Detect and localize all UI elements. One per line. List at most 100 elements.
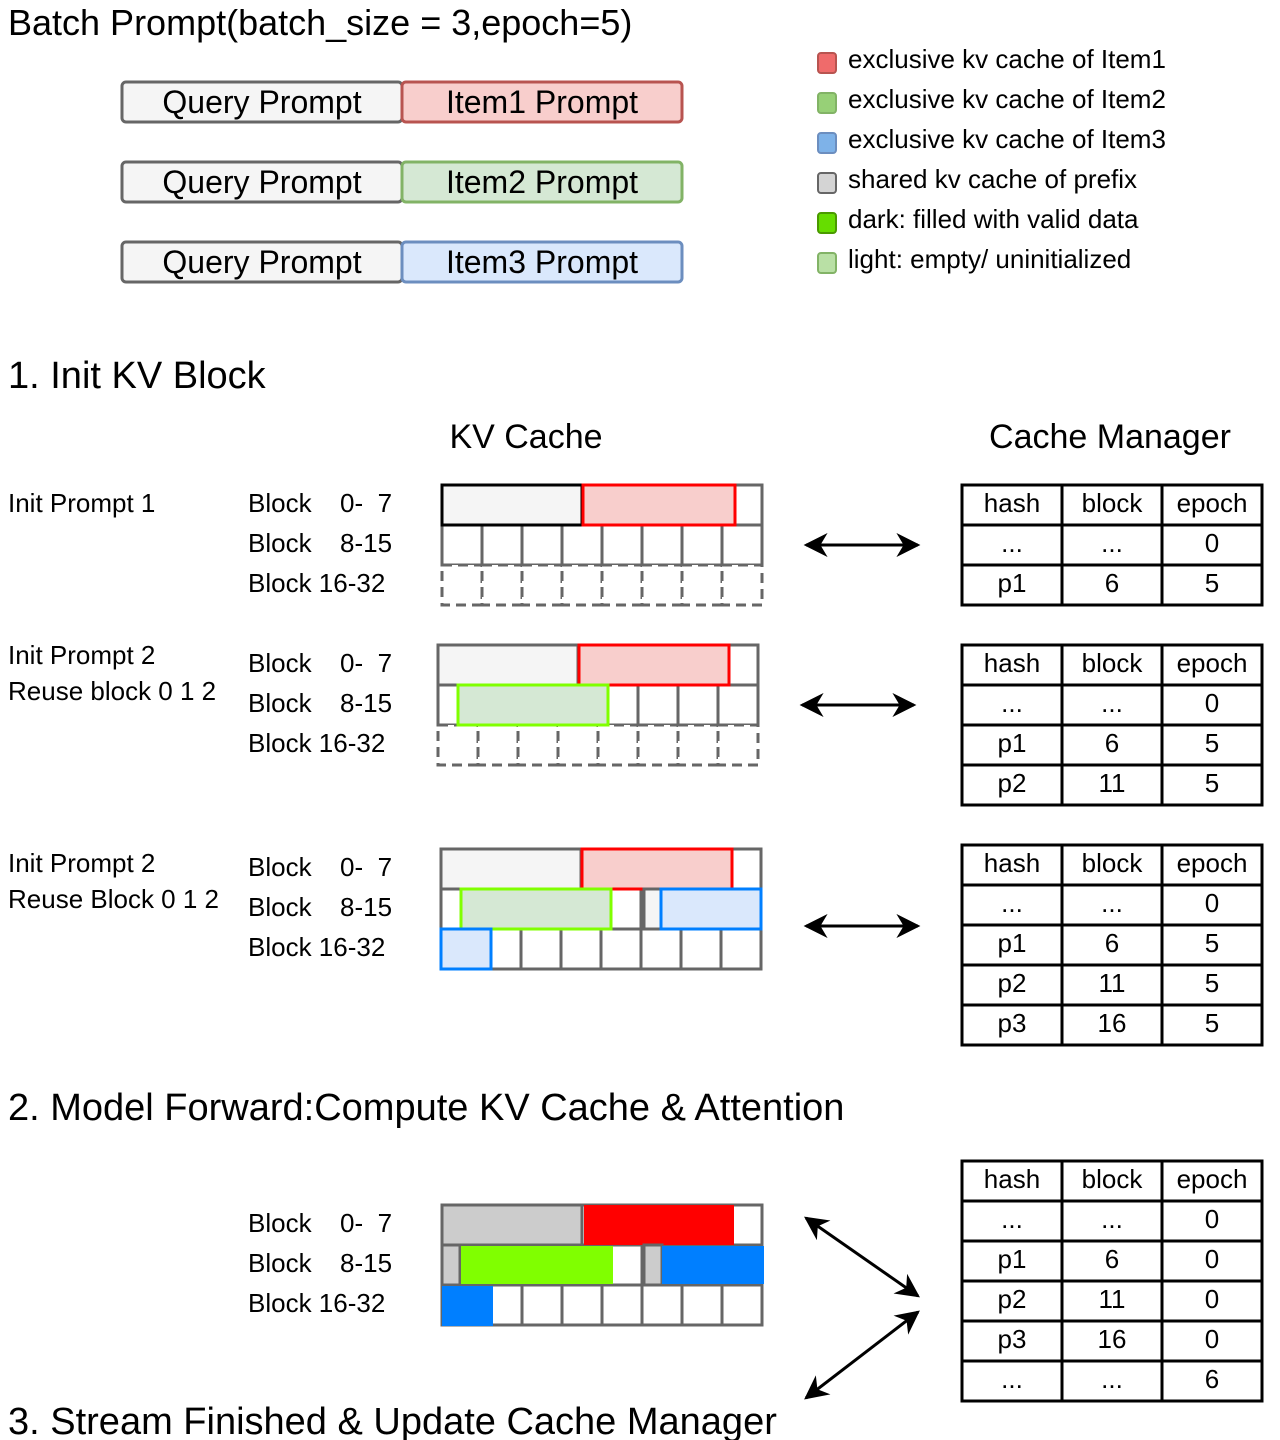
item2-exclusive-cache bbox=[459, 887, 613, 931]
table-value-cell: p1 bbox=[998, 728, 1027, 758]
table-cell bbox=[1060, 963, 1164, 1007]
kv-block-cell bbox=[679, 927, 723, 971]
legend-swatch-item3 bbox=[817, 132, 837, 154]
table-cell bbox=[1060, 1003, 1164, 1047]
kv-block-cell bbox=[720, 523, 764, 567]
table-cell bbox=[960, 523, 1064, 567]
block-label-range-1: 8-15 bbox=[340, 688, 392, 718]
kv-block-cell bbox=[680, 523, 724, 567]
legend-swatch-item1 bbox=[817, 52, 837, 74]
table-header-cell: hash bbox=[984, 488, 1040, 518]
table-header-cell: hash bbox=[984, 848, 1040, 878]
kv-block-cell bbox=[559, 927, 603, 971]
block-label-range-0: 0- 7 bbox=[340, 488, 392, 518]
legend: exclusive kv cache of Item1 exclusive kv… bbox=[817, 44, 1166, 274]
shared-prefix-cache bbox=[439, 847, 583, 891]
table-cell bbox=[1160, 763, 1264, 807]
table-value-cell: p1 bbox=[998, 928, 1027, 958]
kv-block-cell bbox=[640, 1283, 684, 1327]
table-value-cell: p2 bbox=[998, 968, 1027, 998]
item3-exclusive-cache bbox=[659, 887, 763, 931]
table-value-cell: 0 bbox=[1205, 1244, 1219, 1274]
table-value-cell: p3 bbox=[998, 1324, 1027, 1354]
table-value-cell: ... bbox=[1001, 1364, 1023, 1394]
table-value-cell: 5 bbox=[1205, 568, 1219, 598]
kv-block-cell bbox=[720, 1283, 764, 1327]
shared-prefix-cache bbox=[642, 1243, 664, 1287]
table-value-cell: ... bbox=[1001, 1204, 1023, 1234]
table-value-cell: 0 bbox=[1205, 888, 1219, 918]
kv-block-cell bbox=[680, 1283, 724, 1327]
table-cell bbox=[1060, 1319, 1164, 1363]
table-value-cell: p2 bbox=[998, 1284, 1027, 1314]
table-cell bbox=[1160, 923, 1264, 967]
arrow-update bbox=[804, 1310, 920, 1400]
legend-label-shared: shared kv cache of prefix bbox=[848, 164, 1137, 194]
section-3-heading: 3. Stream Finished & Update Cache Manage… bbox=[8, 1401, 777, 1440]
table-value-cell: ... bbox=[1001, 688, 1023, 718]
block-labels-step1: Block 0- 7 Block 8-15 Block 16-32 bbox=[248, 488, 392, 598]
shared-prefix-cache bbox=[440, 483, 584, 527]
kv-block-cell bbox=[636, 683, 680, 727]
table-value-cell: ... bbox=[1001, 528, 1023, 558]
section-1-heading: 1. Init KV Block bbox=[8, 355, 267, 397]
legend-label-light: light: empty/ uninitialized bbox=[848, 244, 1131, 274]
item-label-2: Item2 Prompt bbox=[446, 164, 638, 200]
kv-block-cell bbox=[720, 563, 764, 607]
kv-block-cell bbox=[560, 563, 604, 607]
table-cell bbox=[1160, 963, 1264, 1007]
block-labels-step2: Block 0- 7 Block 8-15 Block 16-32 bbox=[248, 648, 392, 758]
table-cell bbox=[960, 1159, 1064, 1203]
kv-block-cell bbox=[520, 1283, 564, 1327]
table-value-cell: 5 bbox=[1205, 768, 1219, 798]
item3-exclusive-cache bbox=[442, 1286, 493, 1326]
table-value-cell: p3 bbox=[998, 1008, 1027, 1038]
kv-block-cell bbox=[636, 723, 680, 767]
table-cell bbox=[960, 1003, 1064, 1047]
table-cell bbox=[1160, 643, 1264, 687]
legend-swatch-light bbox=[817, 252, 837, 274]
block-label-range-0: 0- 7 bbox=[340, 648, 392, 678]
table-value-cell: 11 bbox=[1099, 1284, 1126, 1314]
block-label-range-1: 8-15 bbox=[340, 892, 392, 922]
table-value-cell: 6 bbox=[1105, 568, 1119, 598]
step3-label-2: Reuse Block 0 1 2 bbox=[8, 884, 219, 914]
block-label-prefix: Block bbox=[248, 1208, 313, 1238]
kv-block-cell bbox=[600, 1283, 644, 1327]
table-cell bbox=[1160, 683, 1264, 727]
table-cell bbox=[1060, 1359, 1164, 1403]
table-value-cell: 5 bbox=[1205, 928, 1219, 958]
kv-block-cell bbox=[440, 563, 484, 607]
kv-cache-grid-step4 bbox=[440, 1203, 764, 1327]
table-cell bbox=[1160, 1199, 1264, 1243]
table-header-cell: epoch bbox=[1177, 648, 1248, 678]
table-value-cell: 0 bbox=[1205, 1284, 1219, 1314]
item-label-1: Item1 Prompt bbox=[446, 84, 638, 120]
table-value-cell: ... bbox=[1101, 1364, 1123, 1394]
table-value-cell: 16 bbox=[1098, 1008, 1127, 1038]
table-cell bbox=[1060, 683, 1164, 727]
kv-block-cell bbox=[716, 683, 760, 727]
step2-label-2: Reuse block 0 1 2 bbox=[8, 676, 216, 706]
query-label-3: Query Prompt bbox=[162, 244, 361, 280]
kv-block-cell bbox=[596, 723, 640, 767]
item2-exclusive-cache bbox=[461, 1246, 613, 1284]
block-label-range-0: 0- 7 bbox=[340, 1208, 392, 1238]
item-box-2 bbox=[400, 160, 684, 204]
block-label-range-2: Block 16-32 bbox=[248, 932, 385, 962]
table-value-cell: p1 bbox=[998, 1244, 1027, 1274]
table-value-cell: 6 bbox=[1105, 728, 1119, 758]
kv-block-cell bbox=[560, 523, 604, 567]
block-label-prefix: Block bbox=[248, 648, 313, 678]
block-labels-step3: Block 0- 7 Block 8-15 Block 16-32 bbox=[248, 852, 392, 962]
table-header-cell: block bbox=[1082, 1164, 1144, 1194]
table-header-cell: block bbox=[1082, 488, 1144, 518]
item-box-3 bbox=[400, 240, 684, 284]
batch-row-3: Query Prompt Item3 Prompt bbox=[120, 240, 684, 284]
item1-exclusive-cache bbox=[580, 847, 734, 891]
kv-block-cell bbox=[560, 1283, 604, 1327]
